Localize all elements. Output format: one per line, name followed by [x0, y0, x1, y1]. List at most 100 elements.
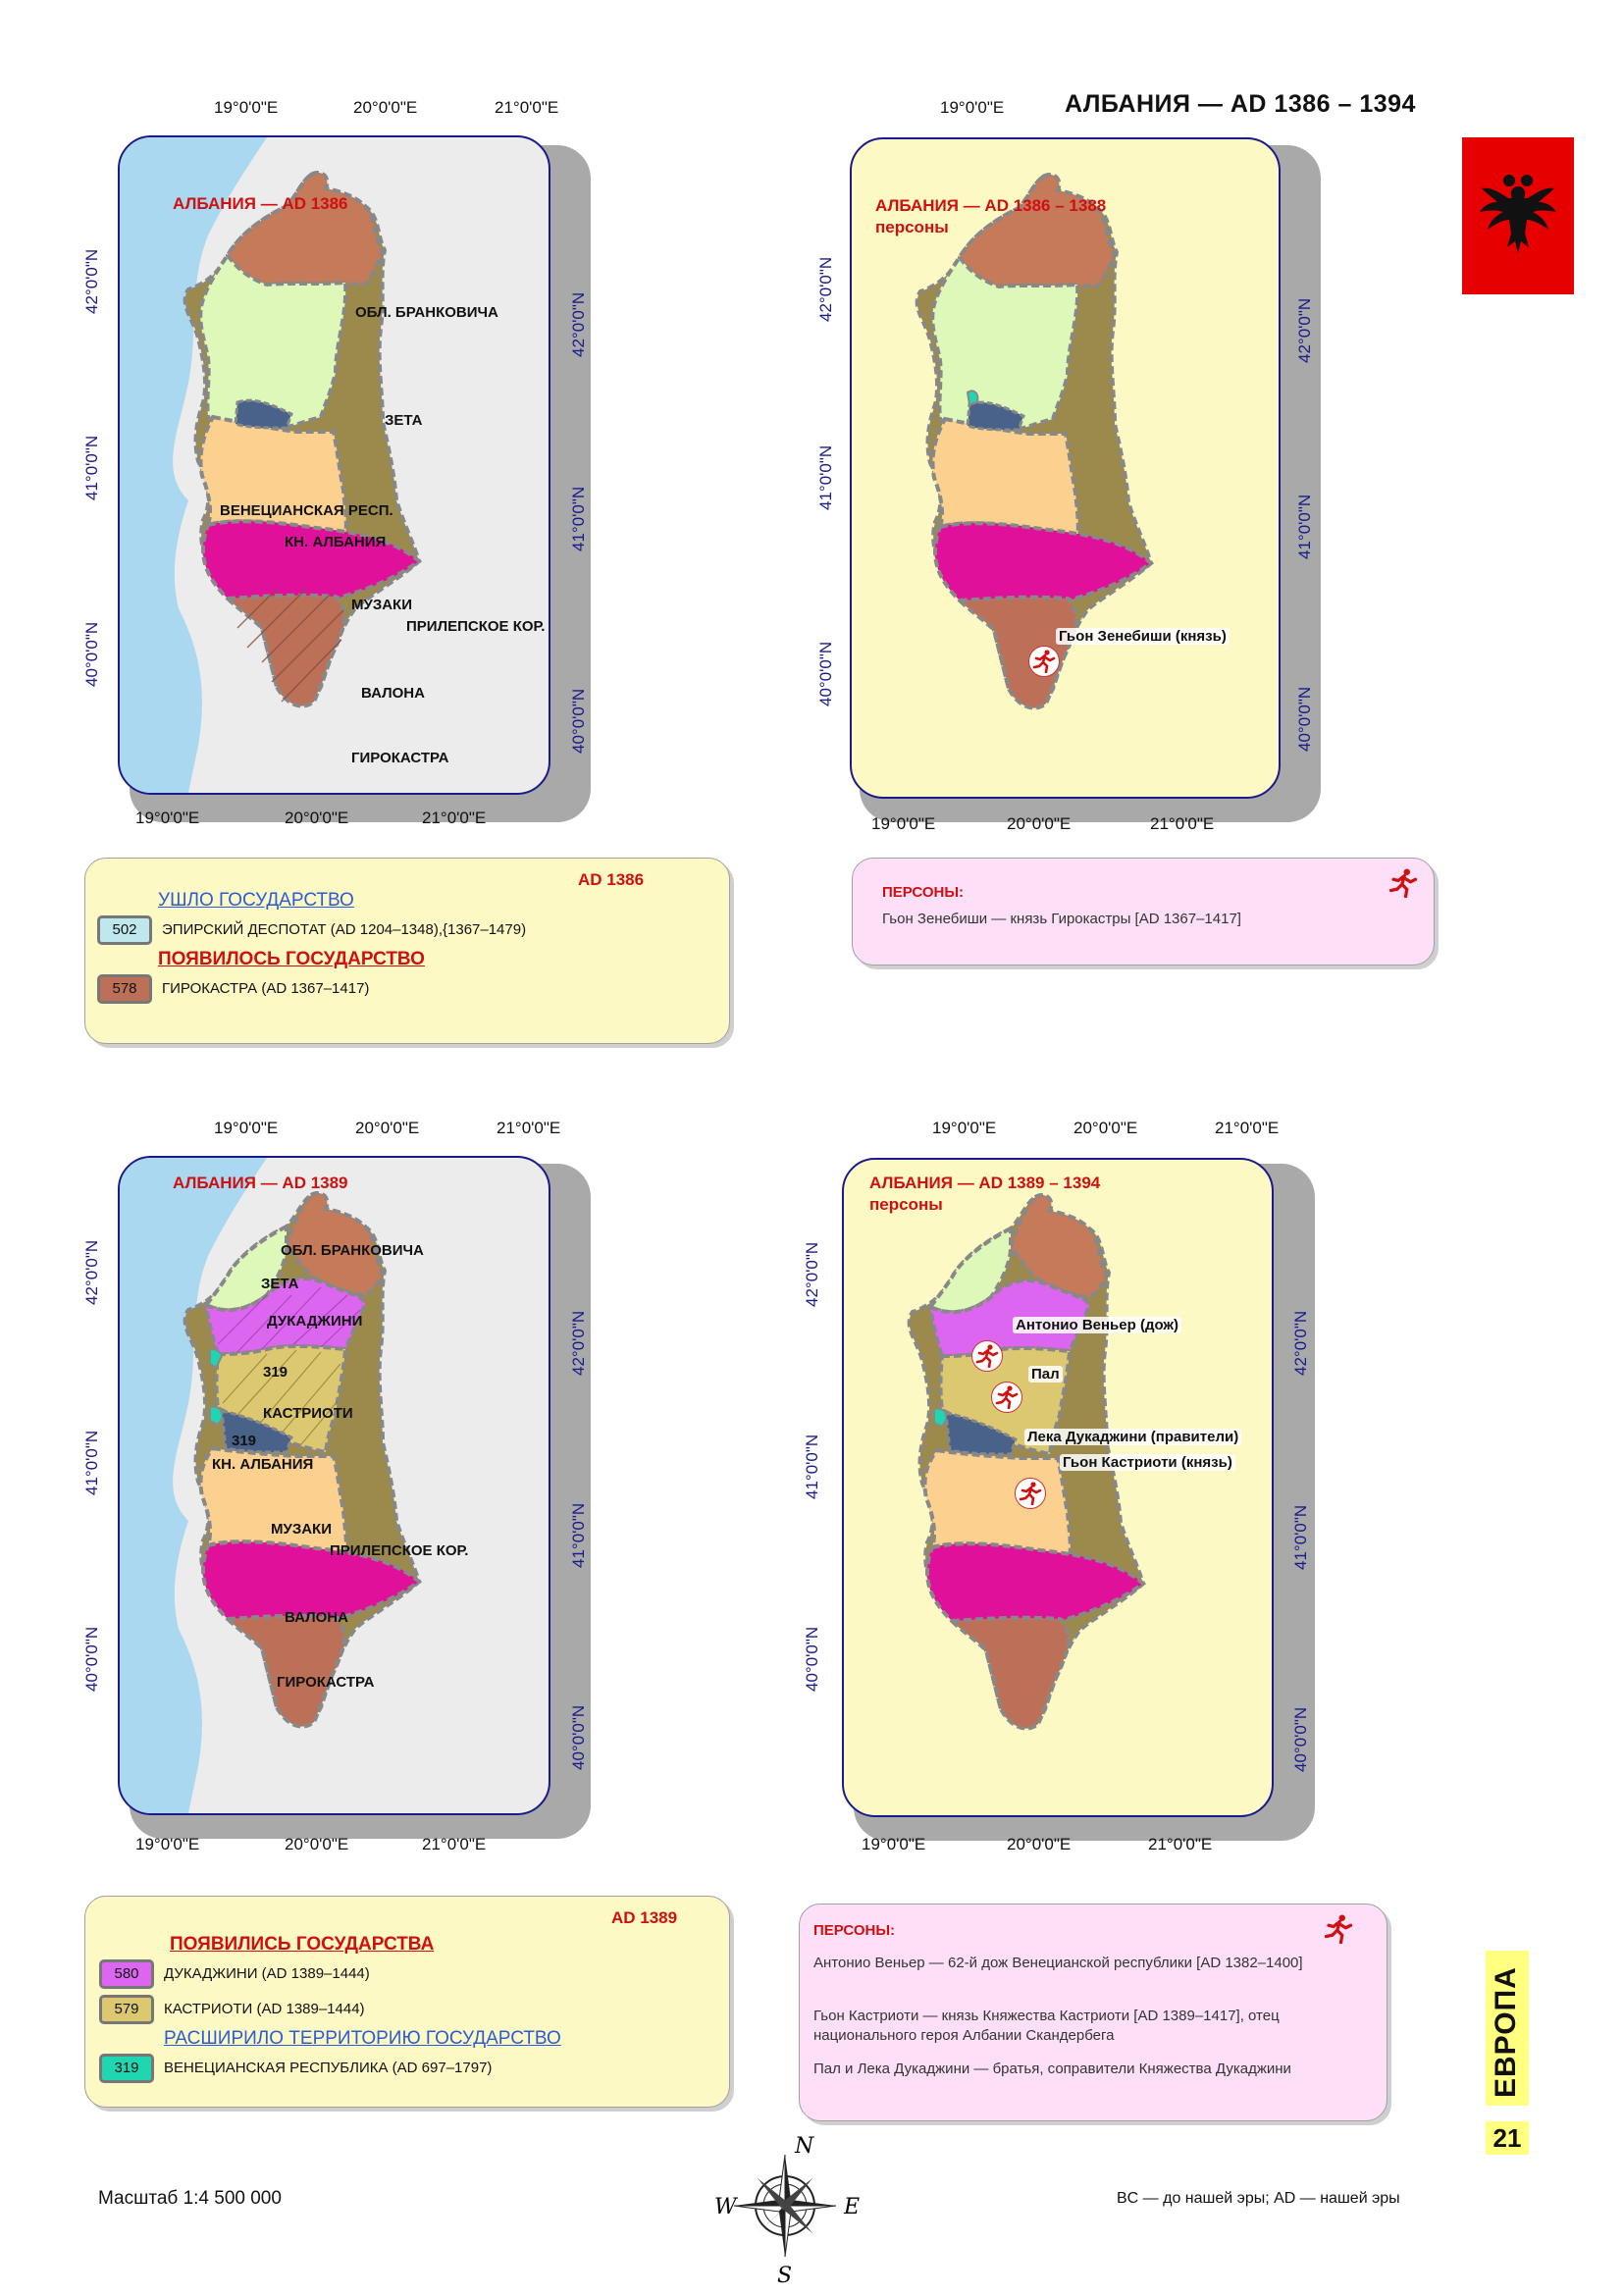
label-muzaki: МУЗАКИ — [351, 597, 412, 613]
label-prilep: ПРИЛЕПСКОЕ КОР. — [330, 1542, 469, 1559]
legend-year: AD 1386 — [578, 870, 645, 889]
label-zeta: ЗЕТА — [385, 412, 423, 429]
double-headed-eagle-icon — [1480, 175, 1556, 253]
tick-top-2: 20°0'0"E — [355, 1119, 420, 1137]
tick-left-1: 42°0'0"N — [803, 1241, 821, 1307]
person-label-leka: Лека Дукаджини (правители) — [1024, 1429, 1242, 1445]
map-1389-canvas — [120, 1158, 423, 1813]
persons-line: Антонио Веньер — 62-й дож Венецианской р… — [813, 1955, 1303, 1971]
tick-bottom-1: 19°0'0"E — [871, 814, 936, 833]
label-prilep: ПРИЛЕПСКОЕ КОР. — [406, 618, 546, 635]
label-kn-albania: КН. АЛБАНИЯ — [285, 534, 387, 550]
tick-right-3: 40°0'0"N — [1295, 686, 1314, 752]
tick-top-1: 19°0'0"E — [940, 98, 1005, 117]
legend-1389: AD 1389 ПОЯВИЛИСЬ ГОСУДАРСТВА 580 ДУКАДЖ… — [84, 1896, 730, 2108]
label-319-a: 319 — [263, 1364, 288, 1381]
legend-expanded-heading: РАСШИРИЛО ТЕРРИТОРИЮ ГОСУДАРСТВО — [164, 2028, 561, 2049]
tick-bottom-3: 21°0'0"E — [422, 809, 487, 827]
legend-badge: 578 — [97, 974, 152, 1004]
tick-left-1: 42°0'0"N — [82, 248, 101, 314]
legend-item-text: ДУКАДЖИНИ (AD 1389–1444) — [164, 1965, 370, 1982]
persons-line: Гьон Зенебиши — князь Гирокастры [AD 136… — [882, 911, 1241, 927]
tick-top-1: 19°0'0"E — [214, 1119, 279, 1137]
compass-s: S — [777, 2264, 792, 2284]
tick-top-3: 21°0'0"E — [495, 98, 559, 117]
tick-top-3: 21°0'0"E — [1215, 1119, 1280, 1137]
tick-left-3: 40°0'0"N — [803, 1626, 821, 1692]
person-label-pal: Пал — [1028, 1366, 1063, 1383]
era-note: BC — до нашей эры; AD — нашей эры — [1117, 2190, 1400, 2207]
label-319-b: 319 — [232, 1433, 257, 1449]
tick-left-2: 41°0'0"N — [816, 444, 835, 510]
tick-bottom-2: 20°0'0"E — [285, 809, 349, 827]
running-person-icon[interactable] — [971, 1340, 1003, 1372]
tick-left-3: 40°0'0"N — [816, 641, 835, 706]
tick-right-1: 42°0'0"N — [1291, 1310, 1310, 1376]
persons-heading: ПЕРСОНЫ: — [882, 884, 965, 901]
tick-left-1: 42°0'0"N — [816, 256, 835, 322]
tick-right-2: 41°0'0"N — [1291, 1504, 1310, 1570]
map-1386: АЛБАНИЯ — AD 1386 ОБЛ. БРАНКОВИЧА ЗЕТА В… — [79, 98, 608, 844]
tick-top-2: 20°0'0"E — [1073, 1119, 1138, 1137]
tick-bottom-3: 21°0'0"E — [422, 1835, 487, 1853]
tick-left-2: 41°0'0"N — [82, 1430, 101, 1495]
tick-left-3: 40°0'0"N — [82, 1626, 101, 1692]
tick-right-3: 40°0'0"N — [569, 1704, 588, 1770]
label-kn-albania: КН. АЛБАНИЯ — [212, 1456, 314, 1473]
page-number: 21 — [1486, 2121, 1529, 2155]
map-scale: Масштаб 1:4 500 000 — [98, 2188, 282, 2209]
running-person-icon — [1324, 1914, 1353, 1949]
tick-right-3: 40°0'0"N — [569, 688, 588, 754]
section-tab: ЕВРОПА — [1486, 1951, 1529, 2106]
person-label-venier: Антонио Веньер (дож) — [1013, 1317, 1182, 1333]
running-person-icon[interactable] — [991, 1382, 1022, 1413]
map-1386-1388-canvas — [915, 172, 1155, 710]
tick-top-3: 21°0'0"E — [497, 1119, 561, 1137]
tick-right-1: 42°0'0"N — [1295, 297, 1314, 363]
map-1389-title: АЛБАНИЯ — AD 1389 — [173, 1174, 348, 1192]
label-brankovich: ОБЛ. БРАНКОВИЧА — [355, 304, 498, 321]
running-person-icon[interactable] — [1028, 646, 1060, 677]
section-tab-label: ЕВРОПА — [1490, 1966, 1522, 2098]
tick-bottom-2: 20°0'0"E — [285, 1835, 349, 1853]
persons-panel-1: ПЕРСОНЫ: Гьон Зенебиши — князь Гирокастр… — [852, 858, 1435, 965]
tick-bottom-3: 21°0'0"E — [1148, 1835, 1213, 1853]
label-valona: ВАЛОНА — [361, 685, 425, 702]
tick-top-1: 19°0'0"E — [932, 1119, 997, 1137]
compass-e: E — [843, 2195, 860, 2219]
map-1389-1394-canvas — [907, 1192, 1147, 1731]
label-brankovich: ОБЛ. БРАНКОВИЧА — [281, 1242, 424, 1259]
tick-right-3: 40°0'0"N — [1291, 1706, 1310, 1772]
map-1386-canvas — [120, 137, 423, 793]
compass-rose-icon: N W E S — [707, 2127, 864, 2288]
persons-panel-2: ПЕРСОНЫ: Антонио Веньер — 62-й дож Венец… — [799, 1904, 1387, 2121]
map-1389-1394-subtitle: персоны — [869, 1195, 943, 1214]
label-venice: ВЕНЕЦИАНСКАЯ РЕСП. — [220, 502, 393, 519]
tick-top-1: 19°0'0"E — [214, 98, 279, 117]
running-person-icon[interactable] — [1015, 1478, 1046, 1509]
map-1389-1394-title: АЛБАНИЯ — AD 1389 – 1394 — [869, 1174, 1101, 1192]
persons-line: Гьон Кастриоти — князь Княжества Кастрио… — [813, 2008, 1280, 2044]
legend-badge: 579 — [99, 1995, 154, 2024]
map-1389: АЛБАНИЯ — AD 1389 ЗЕТА ОБЛ. БРАНКОВИЧА Д… — [79, 1119, 608, 1864]
legend-item-text: ЭПИРСКИЙ ДЕСПОТАТ (AD 1204–1348),{1367–1… — [162, 921, 527, 938]
running-person-icon — [1388, 868, 1418, 903]
person-label-zenebishi: Гьон Зенебиши (князь) — [1056, 628, 1230, 645]
legend-badge: 502 — [97, 915, 152, 945]
tick-left-2: 41°0'0"N — [82, 435, 101, 500]
label-muzaki: МУЗАКИ — [271, 1521, 332, 1538]
legend-gone-heading: УШЛО ГОСУДАРСТВО — [158, 890, 354, 911]
tick-right-2: 41°0'0"N — [569, 1502, 588, 1568]
label-kastrioti: КАСТРИОТИ — [263, 1405, 353, 1422]
legend-item-text: КАСТРИОТИ (AD 1389–1444) — [164, 2001, 365, 2017]
compass-w: W — [714, 2195, 739, 2219]
tick-bottom-1: 19°0'0"E — [135, 809, 200, 827]
legend-1386: AD 1386 УШЛО ГОСУДАРСТВО 502 ЭПИРСКИЙ ДЕ… — [84, 858, 730, 1044]
persons-line: Пал и Лека Дукаджини — братья, соправите… — [813, 2061, 1291, 2077]
map-1386-1388-subtitle: персоны — [875, 218, 949, 236]
label-zeta: ЗЕТА — [261, 1276, 299, 1292]
tick-bottom-2: 20°0'0"E — [1007, 1835, 1072, 1853]
map-1386-title: АЛБАНИЯ — AD 1386 — [173, 194, 348, 213]
tick-right-1: 42°0'0"N — [569, 291, 588, 357]
page-title: АЛБАНИЯ — AD 1386 – 1394 — [1065, 90, 1416, 118]
